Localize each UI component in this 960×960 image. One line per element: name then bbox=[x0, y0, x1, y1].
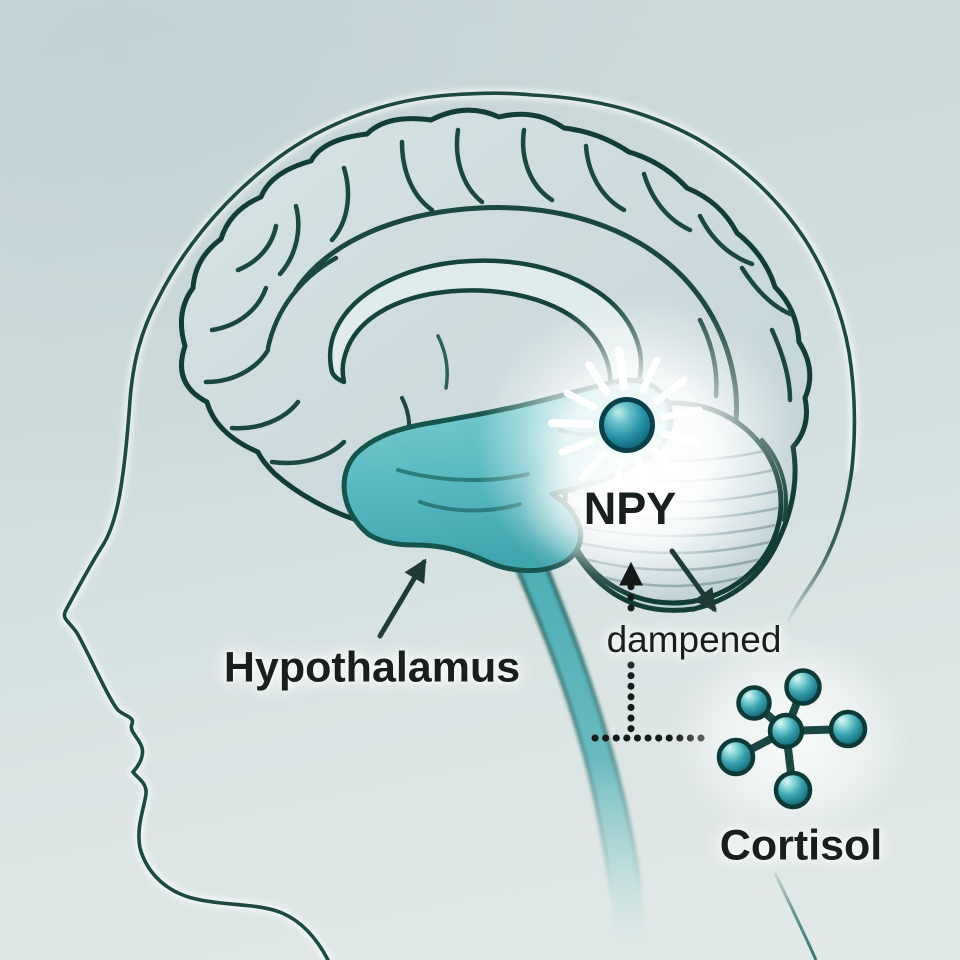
dampened-label: dampened bbox=[606, 619, 782, 660]
npy-neuron-sphere bbox=[599, 397, 655, 453]
npy-glowing-neuron-icon bbox=[476, 297, 800, 597]
cortisol-label: Cortisol bbox=[719, 821, 883, 870]
npy-rays bbox=[548, 346, 703, 500]
atom bbox=[773, 770, 813, 810]
atom bbox=[716, 737, 756, 777]
atom bbox=[784, 668, 822, 706]
neck-back-line bbox=[773, 872, 818, 960]
atom bbox=[828, 709, 868, 749]
molecule-atoms bbox=[716, 668, 868, 810]
up-right-arrow-icon bbox=[377, 558, 427, 639]
head-outline bbox=[62, 91, 857, 960]
head-outline-fading-tail bbox=[786, 466, 854, 624]
head-profile-outline-icon bbox=[59, 88, 860, 960]
cortisol-molecule-icon bbox=[671, 631, 911, 843]
atom-center bbox=[767, 712, 805, 750]
callosum-crease bbox=[436, 334, 449, 390]
brainstem bbox=[502, 533, 651, 954]
hypothalamus-label: Hypothalamus bbox=[223, 643, 521, 692]
atom bbox=[736, 685, 772, 721]
npy-label-glow bbox=[520, 433, 736, 577]
npy-label: NPY bbox=[583, 483, 677, 534]
down-right-arrow-icon bbox=[669, 548, 717, 613]
